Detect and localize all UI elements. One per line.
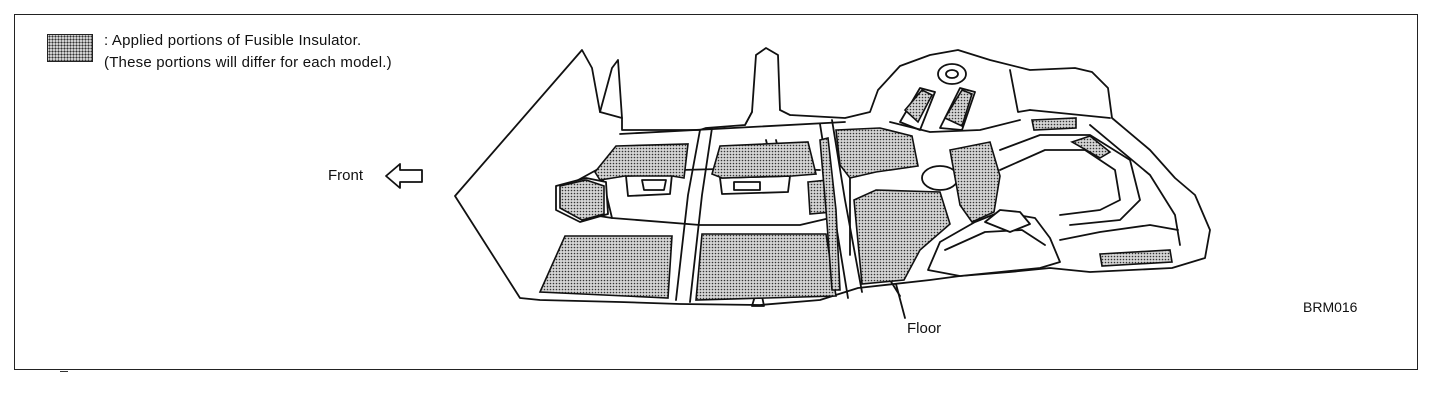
insulator-front-left-upper [594,143,689,181]
insulator-strip-3 [1099,249,1173,267]
rear-floor [751,63,1179,319]
front-label: Front [328,167,364,184]
floor-outline [454,47,1211,306]
insulator-center-lower [695,233,837,301]
front-arrow-icon [385,163,423,189]
legend-line-1: : Applied portions of Fusible Insulator. [104,32,362,49]
insulator-front-left-lower [538,235,673,299]
insulator-rear-upper [835,127,919,179]
frame-tick [60,371,68,372]
figure-code: BRM016 [1303,299,1358,315]
insulator-pad-2 [943,89,973,128]
legend: : Applied portions of Fusible Insulator.… [104,30,392,74]
insulator-rib-center [819,137,841,291]
floor-label: Floor [907,320,942,337]
insulator-strip-2 [1070,135,1112,159]
diagram-frame [14,14,1418,370]
legend-swatch-insulator [47,34,93,62]
insulator-strip-1 [1031,117,1077,131]
insulator-regions [538,89,1173,301]
insulator-wheelhouse-right [949,141,1001,224]
legend-line-2: (These portions will differ for each mod… [104,54,392,71]
insulator-center-upper [711,141,818,179]
insulator-pad-1 [903,89,934,124]
insulator-seat-left [559,179,605,221]
insulator-rear-lower [853,189,951,285]
